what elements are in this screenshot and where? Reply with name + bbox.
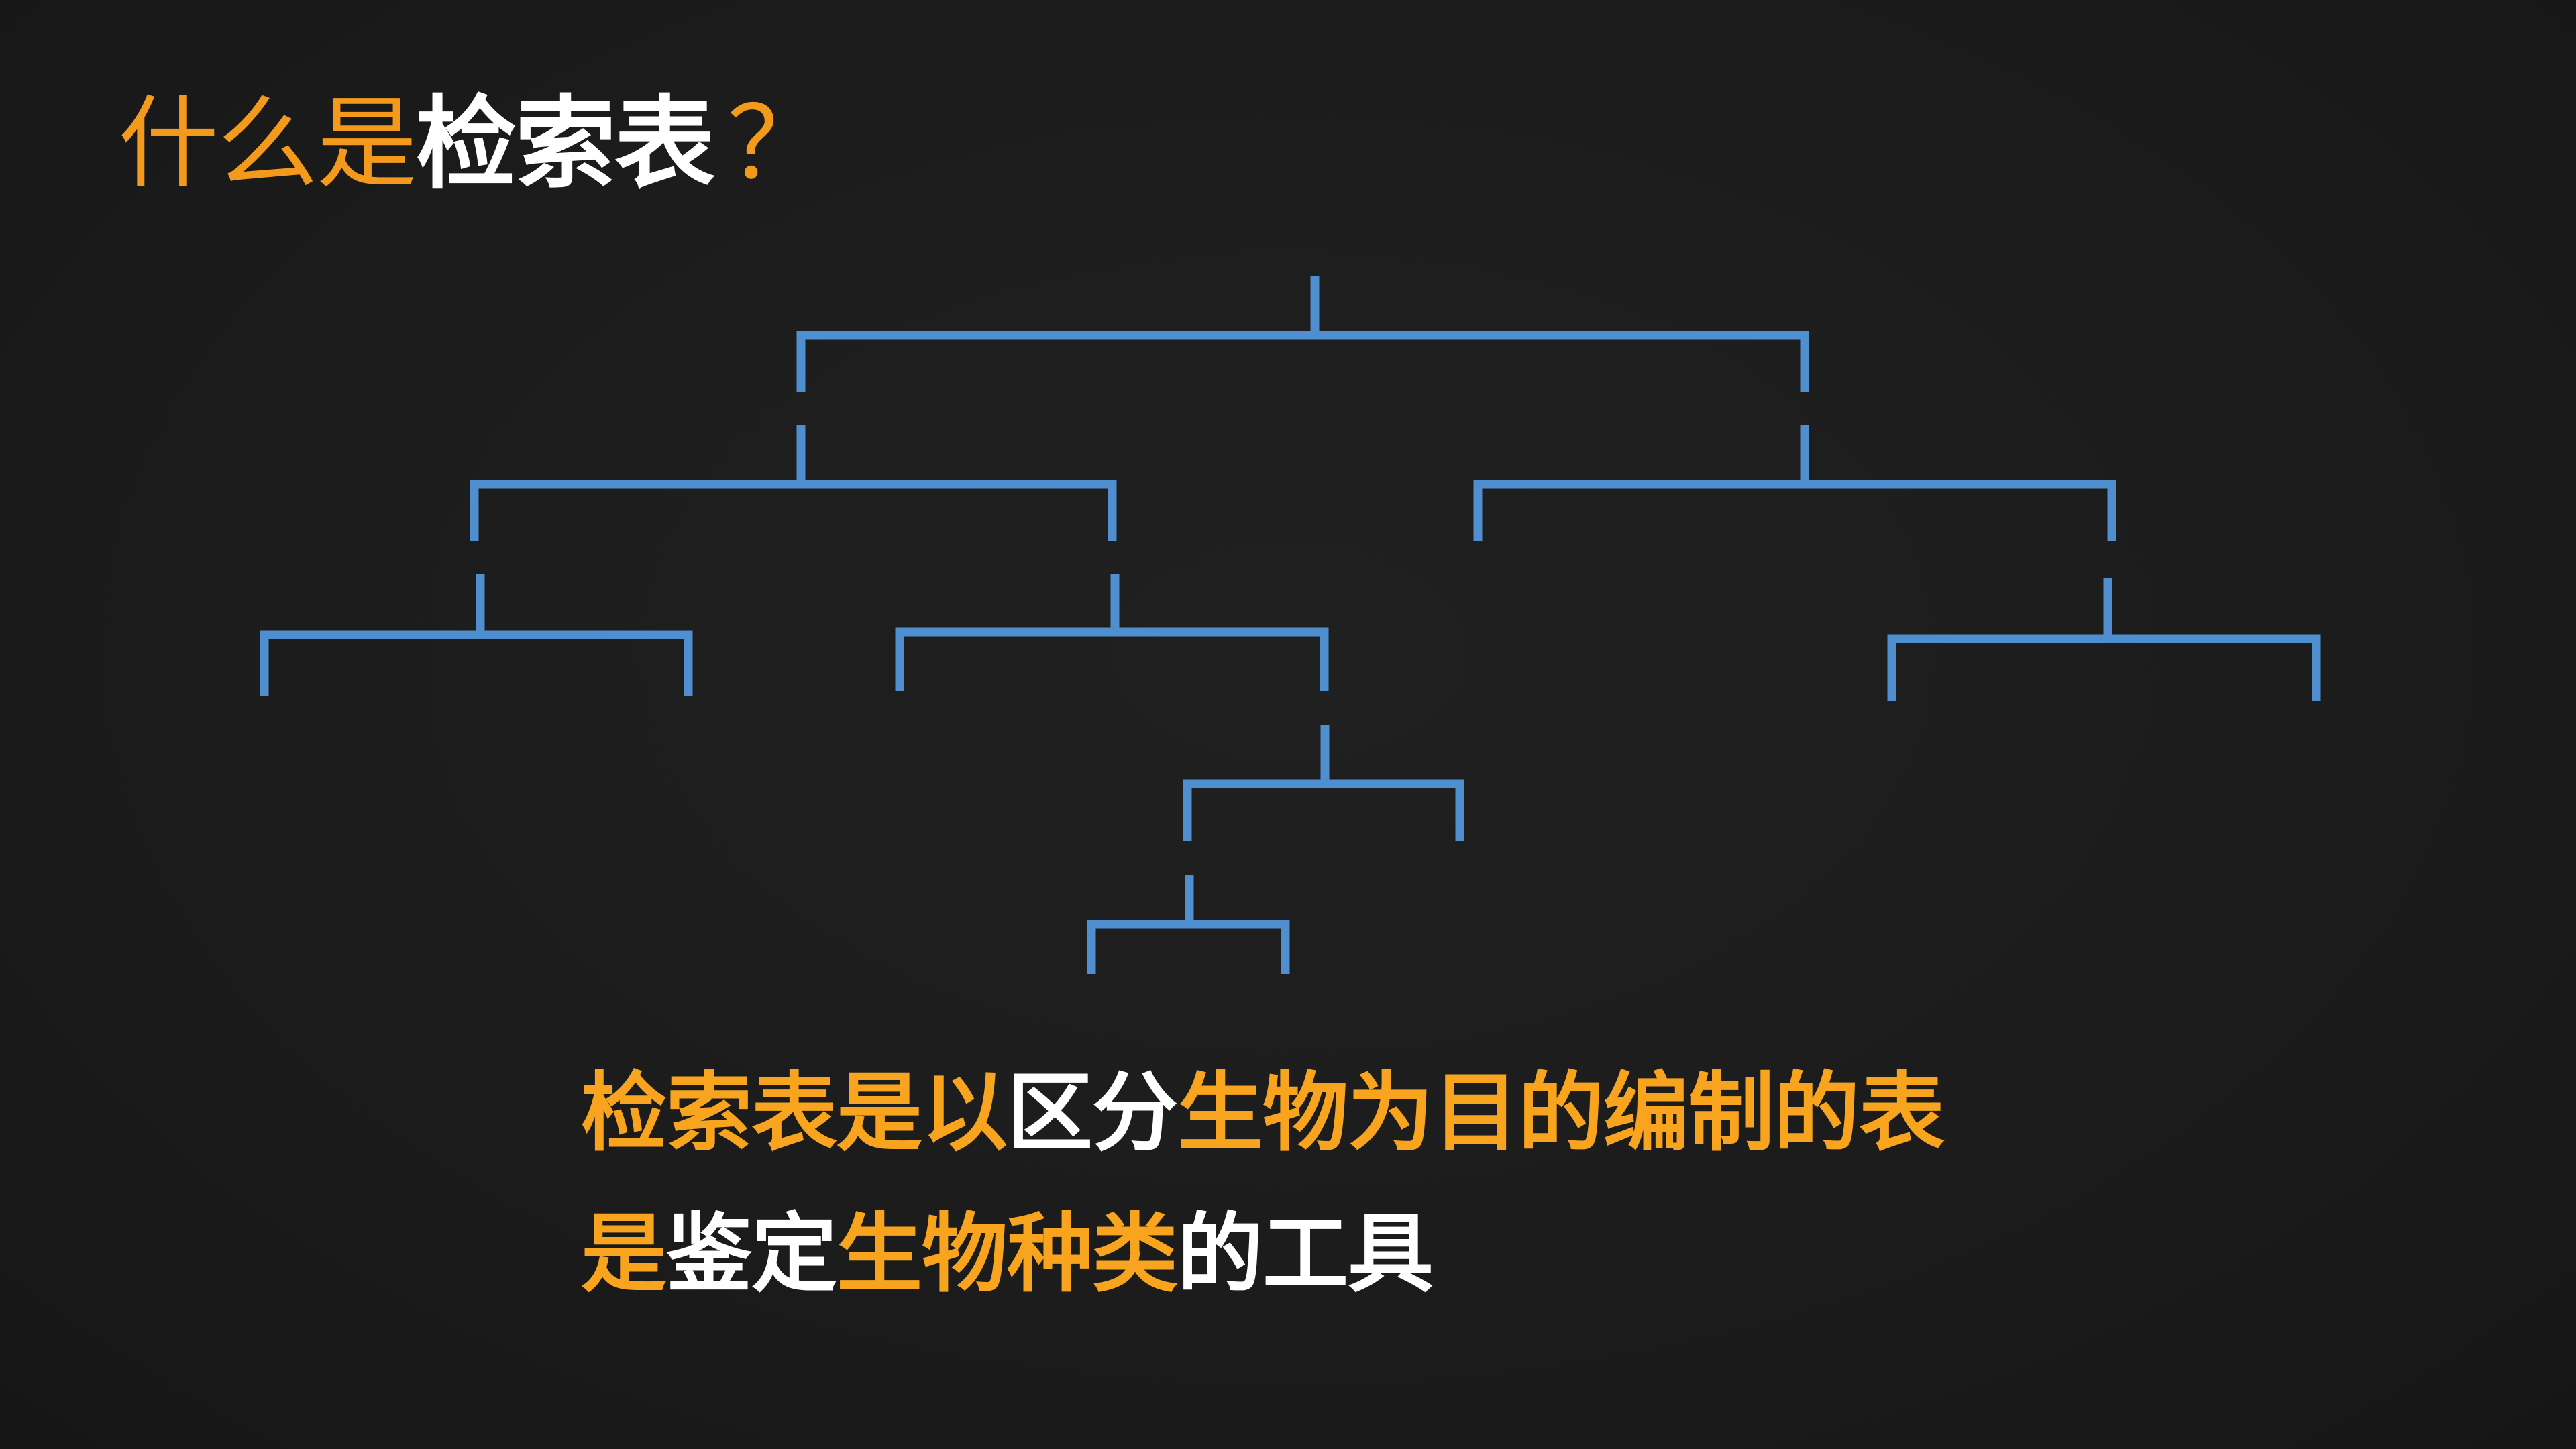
tree-branch-left-right bbox=[895, 574, 1329, 691]
title-question-mark: ？ bbox=[727, 86, 828, 203]
definition-line-1-part-3: 生物为目的编制的表 bbox=[1177, 1063, 1945, 1163]
title-keyword: 检索表 bbox=[416, 86, 715, 203]
definition-line-1-part-2: 区分 bbox=[1007, 1063, 1178, 1163]
definition-line-2-part-4: 的工具 bbox=[1177, 1204, 1434, 1304]
tree-branch-right-right bbox=[1887, 578, 2321, 701]
title-prefix: 什么是 bbox=[118, 86, 417, 203]
definition-line-1: 检索表是以区分生物为目的编制的表 bbox=[581, 1060, 1945, 1167]
tree-branch-right bbox=[1473, 425, 2116, 541]
definition-line-1-part-1: 检索表是以 bbox=[581, 1063, 1008, 1163]
definition-line-2-part-1: 是 bbox=[581, 1204, 667, 1304]
definition-line-2: 是鉴定生物种类的工具 bbox=[581, 1201, 1434, 1308]
tree-branch-left bbox=[470, 425, 1117, 541]
tree-branch-left-left bbox=[260, 574, 693, 696]
definition-line-2-part-3: 生物种类 bbox=[837, 1204, 1178, 1304]
tree-branch-level4 bbox=[1183, 724, 1464, 841]
tree-branch-level5 bbox=[1087, 875, 1290, 974]
tree-branch-root bbox=[796, 276, 1809, 392]
page-title: 什么是检索表？ bbox=[118, 80, 828, 208]
definition-line-2-part-2: 鉴定 bbox=[666, 1204, 837, 1304]
